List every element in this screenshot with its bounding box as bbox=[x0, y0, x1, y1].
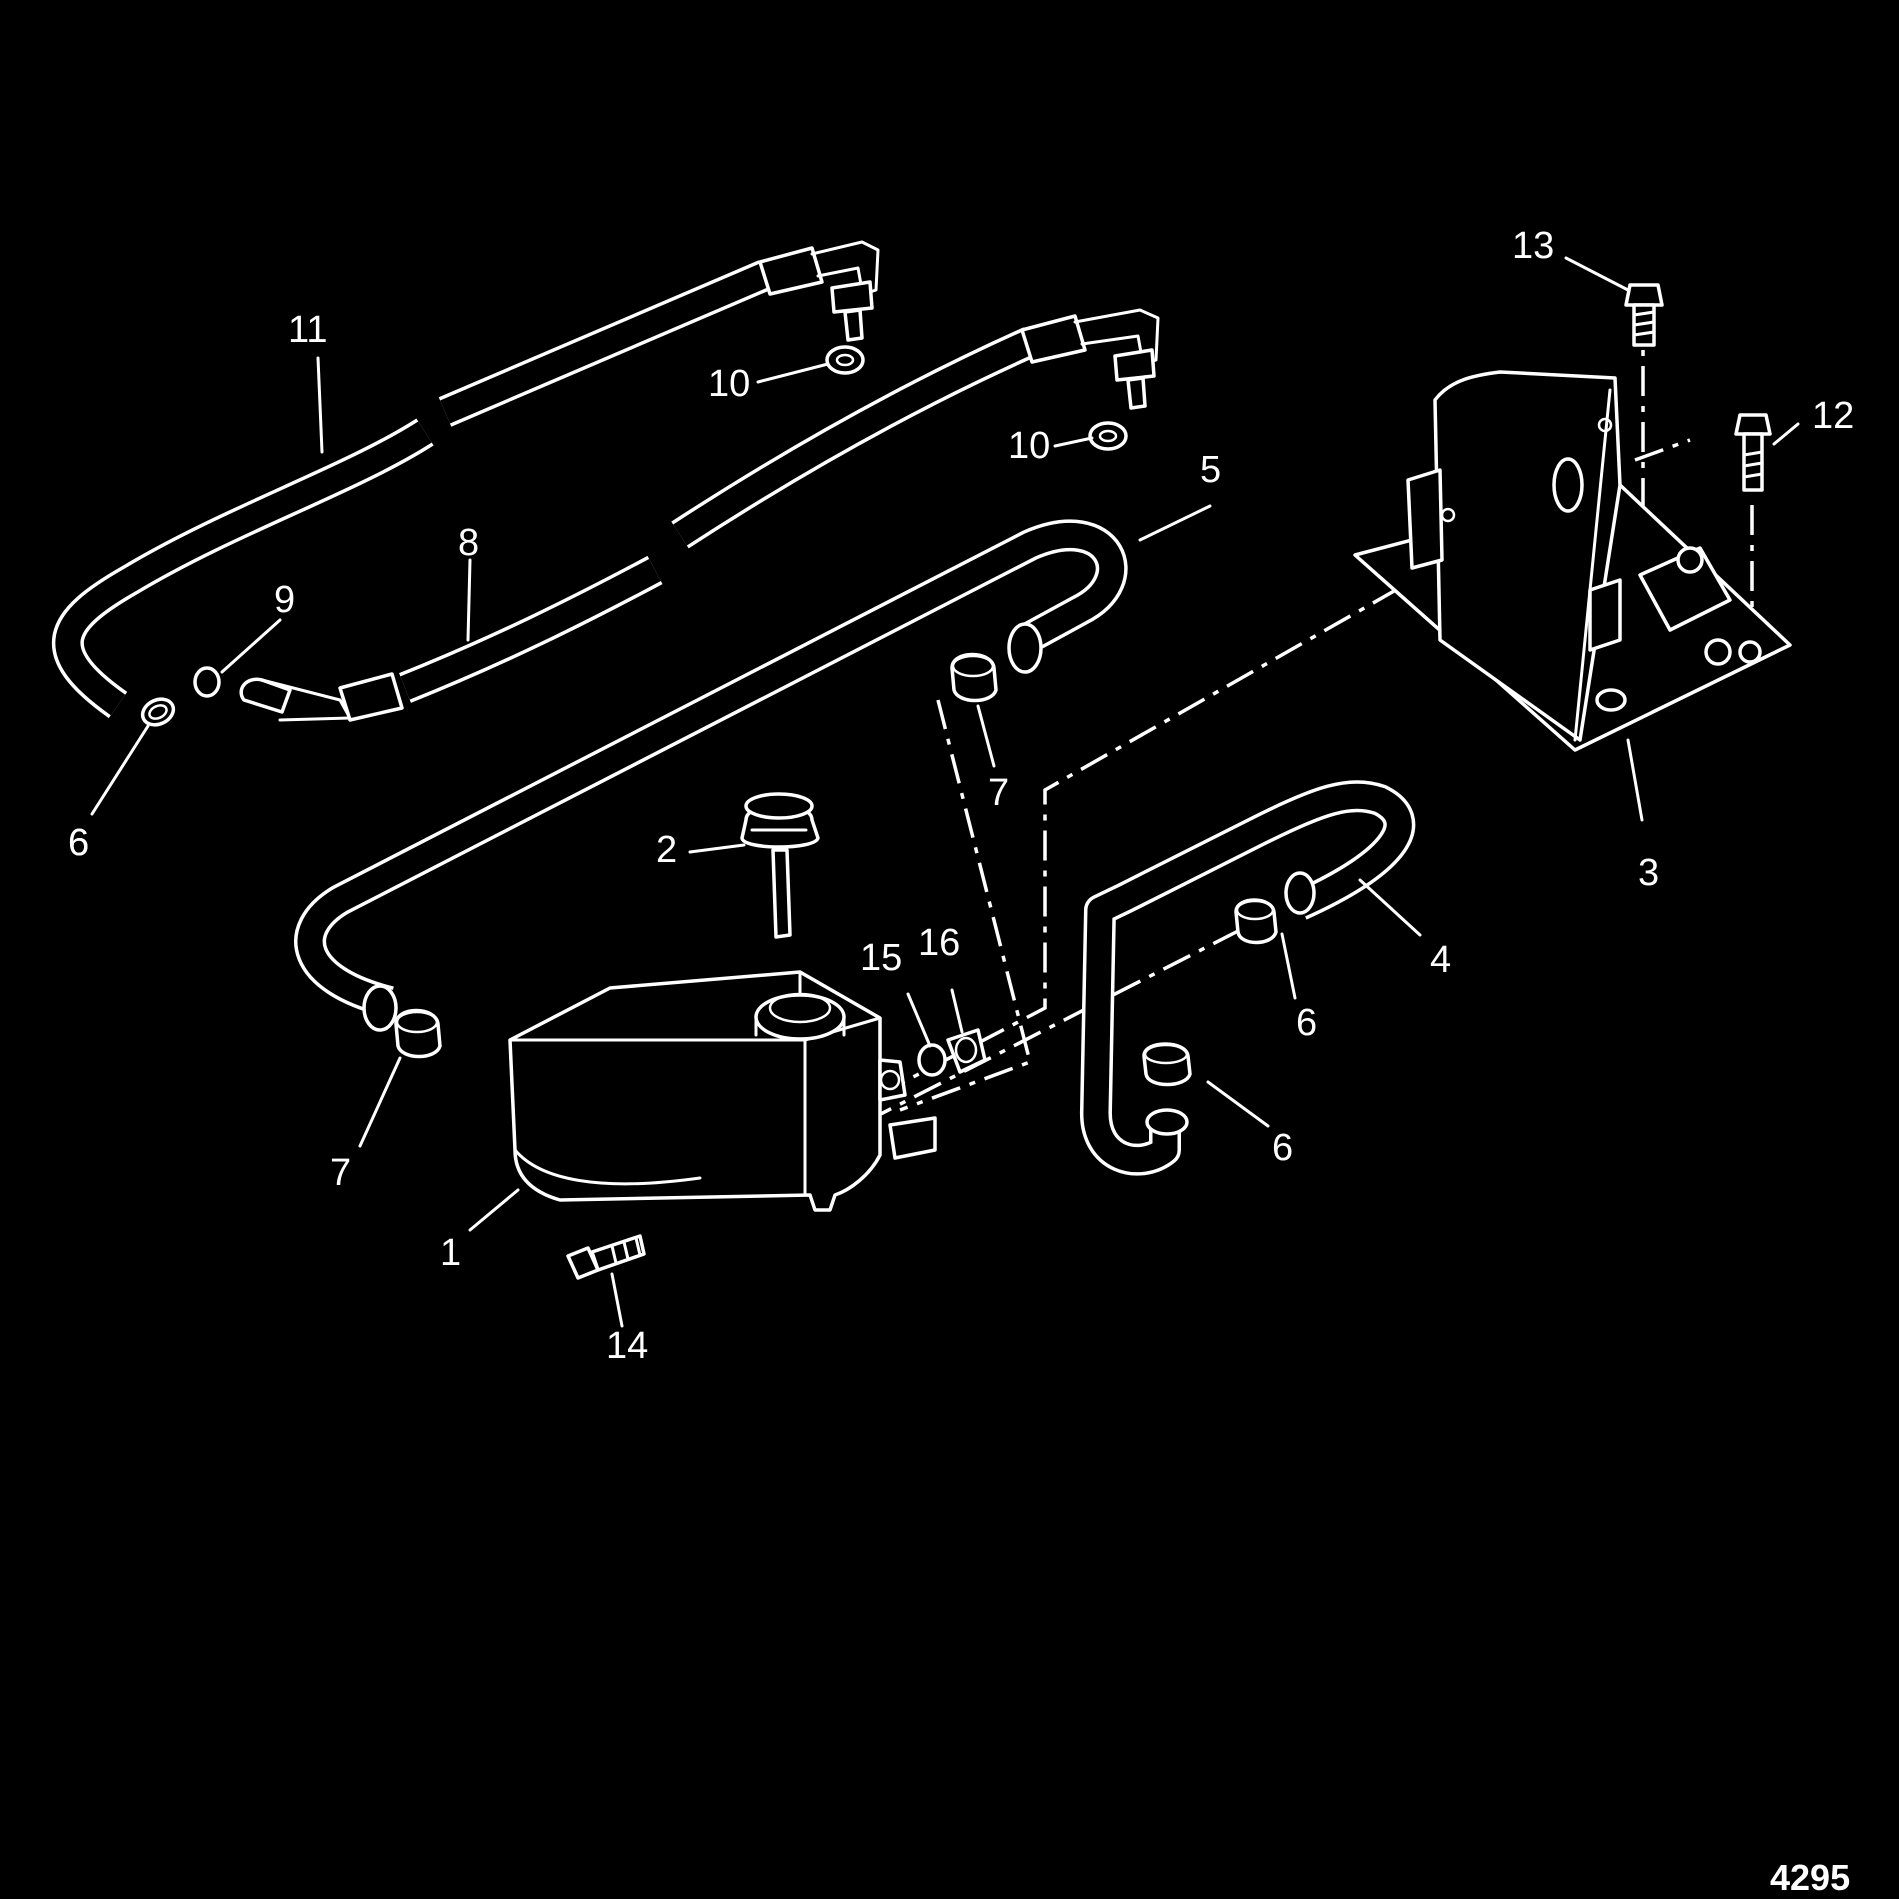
callout-7-upper: 7 bbox=[988, 772, 1009, 814]
callout-6-lower: 6 bbox=[1272, 1127, 1293, 1169]
callout-10-left: 10 bbox=[708, 363, 750, 405]
washer-15 bbox=[917, 1043, 947, 1077]
figure-number: 4295 bbox=[1770, 1857, 1850, 1898]
hose-clamp-7-lower bbox=[394, 1008, 442, 1059]
callouts: 1 2 3 4 5 6 6 6 6 7 7 8 9 10 10 11 12 13… bbox=[68, 225, 1854, 1367]
callout-14: 14 bbox=[606, 1325, 648, 1367]
callout-8: 8 bbox=[458, 522, 479, 564]
callout-6-unused: 6 bbox=[68, 822, 89, 864]
washer-10-right bbox=[1088, 421, 1128, 451]
mounting-bracket bbox=[1353, 370, 1792, 752]
bolt-13 bbox=[1624, 283, 1664, 347]
callout-12: 12 bbox=[1812, 395, 1854, 437]
callout-16: 16 bbox=[918, 922, 960, 964]
hose-4 bbox=[1080, 780, 1416, 1176]
bolt-14 bbox=[566, 1234, 646, 1280]
callout-9: 9 bbox=[274, 579, 295, 621]
callout-1: 1 bbox=[440, 1232, 461, 1274]
fill-cap-dipstick bbox=[740, 792, 820, 939]
hose-clamp-6-middle bbox=[1234, 898, 1278, 945]
callout-4: 4 bbox=[1430, 939, 1451, 981]
hose-clamp-7-upper bbox=[950, 652, 998, 703]
callout-5: 5 bbox=[1200, 449, 1221, 491]
leader-lines bbox=[90, 256, 1800, 1328]
callout-15: 15 bbox=[860, 937, 902, 979]
callout-10-right: 10 bbox=[1008, 425, 1050, 467]
fitting-16 bbox=[946, 1028, 987, 1074]
hose-clamp-6-upper-left bbox=[140, 697, 176, 727]
callout-2: 2 bbox=[656, 829, 677, 871]
callout-6-upper-left: 6 bbox=[68, 822, 89, 864]
hose-5 bbox=[294, 519, 1128, 1032]
callout-6-middle: 6 bbox=[1296, 1002, 1317, 1044]
callout-13: 13 bbox=[1512, 225, 1554, 267]
washer-9 bbox=[193, 666, 221, 698]
callout-3: 3 bbox=[1638, 852, 1659, 894]
bolt-12 bbox=[1734, 413, 1772, 492]
hose-8 bbox=[239, 308, 1160, 722]
callout-7-lower: 7 bbox=[330, 1152, 351, 1194]
washer-10-left bbox=[825, 345, 865, 375]
reservoir bbox=[508, 970, 937, 1212]
callout-11: 11 bbox=[288, 309, 327, 351]
hose-clamp-6-lower bbox=[1142, 1042, 1192, 1087]
hose-11 bbox=[51, 240, 880, 719]
